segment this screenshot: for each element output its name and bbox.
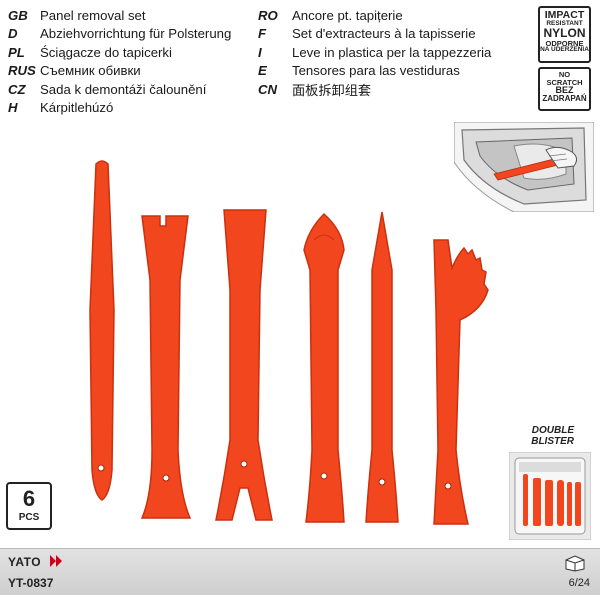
pieces-unit: PCS bbox=[18, 512, 40, 523]
lang-code: H bbox=[8, 100, 18, 116]
badge-text: IMPACT bbox=[544, 9, 585, 21]
tool-notched-wide bbox=[140, 215, 192, 519]
lang-code: RUS bbox=[8, 63, 36, 79]
lang-desc: Ściągacze do tapicerki bbox=[40, 44, 172, 60]
brand-logo-mark-icon bbox=[50, 555, 62, 567]
lang-code: E bbox=[258, 63, 267, 79]
badge-text: ODPORNE bbox=[545, 38, 584, 48]
badge-text: NO SCRATCH bbox=[546, 70, 583, 87]
lang-row: E Tensores para las vestiduras bbox=[258, 62, 491, 81]
badge-text: NYLON bbox=[543, 26, 586, 41]
lang-desc: 面板拆卸组套 bbox=[292, 82, 372, 98]
badge-text: RESISTANT bbox=[546, 19, 583, 27]
lang-code: I bbox=[258, 44, 262, 60]
lang-desc: Abziehvorrichtung für Polsterung bbox=[40, 26, 232, 42]
lang-desc: Set d'extracteurs à la tapisserie bbox=[292, 26, 476, 42]
impact-resistant-badge: IMPACT RESISTANT NYLON ODPORNE NA UDERZE… bbox=[538, 6, 591, 63]
pieces-count: 6 bbox=[22, 486, 36, 511]
lang-code: CN bbox=[258, 81, 278, 97]
tool-pointed bbox=[365, 211, 399, 523]
lang-desc: Kárpitlehúzó bbox=[40, 100, 114, 116]
tool-hook bbox=[433, 239, 489, 525]
trim-tools-illustration bbox=[89, 160, 489, 525]
blister-line: DOUBLE bbox=[531, 425, 574, 436]
pieces-count-box: 6 PCS bbox=[6, 482, 52, 530]
double-blister-label: DOUBLE BLISTER bbox=[512, 425, 574, 447]
footer-bar: YATO YT-0837 6/24 bbox=[0, 548, 600, 595]
tool-spear bbox=[303, 212, 345, 523]
language-list-left: GB Panel removal set D Abziehvorrichtung f… bbox=[8, 6, 231, 117]
language-list-right: RO Ancore pt. tapițerie F Set d'extracteur… bbox=[258, 6, 491, 99]
lang-row: I Leve in plastica per la tappezzeria bbox=[258, 43, 491, 62]
car-door-illustration bbox=[454, 122, 594, 212]
package-box-icon bbox=[565, 555, 585, 572]
no-scratch-badge: NO SCRATCH BEZ ZADRAPAŃ bbox=[538, 67, 591, 111]
tool-fork-tip bbox=[215, 209, 273, 521]
lang-code: F bbox=[258, 26, 267, 42]
lang-row: CZ Sada k demontáži čalounění bbox=[8, 80, 231, 99]
lang-desc: Съемник обивки bbox=[40, 63, 141, 79]
lang-desc: Sada k demontáži čalounění bbox=[40, 81, 207, 97]
lang-desc: Panel removal set bbox=[40, 7, 146, 23]
blister-package-image bbox=[509, 452, 591, 540]
lang-code: PL bbox=[8, 44, 25, 60]
page-number: 6/24 bbox=[568, 577, 590, 589]
lang-desc: Ancore pt. tapițerie bbox=[292, 7, 403, 23]
lang-row: H Kárpitlehúzó bbox=[8, 99, 231, 118]
badge-text: BEZ bbox=[555, 85, 574, 96]
lang-code: D bbox=[8, 26, 18, 42]
lang-row: GB Panel removal set bbox=[8, 6, 231, 25]
lang-code: CZ bbox=[8, 81, 26, 97]
lang-row: D Abziehvorrichtung für Polsterung bbox=[8, 25, 231, 44]
lang-row: F Set d'extracteurs à la tapisserie bbox=[258, 25, 491, 44]
lang-desc: Leve in plastica per la tappezzeria bbox=[292, 44, 492, 60]
lang-row: RO Ancore pt. tapițerie bbox=[258, 6, 491, 25]
lang-desc: Tensores para las vestiduras bbox=[292, 63, 460, 79]
lang-row: CN 面板拆卸组套 bbox=[258, 80, 491, 99]
lang-code: RO bbox=[258, 7, 278, 23]
tool-flat-pry bbox=[89, 160, 115, 501]
badge-text: NA UDERZENIA bbox=[540, 46, 589, 54]
lang-row: PL Ściągacze do tapicerki bbox=[8, 43, 231, 62]
blister-line: BLISTER bbox=[531, 436, 574, 447]
brand-logo: YATO bbox=[8, 555, 42, 569]
model-number: YT-0837 bbox=[8, 576, 54, 590]
badge-text: ZADRAPAŃ bbox=[542, 94, 587, 104]
lang-code: GB bbox=[8, 7, 28, 23]
